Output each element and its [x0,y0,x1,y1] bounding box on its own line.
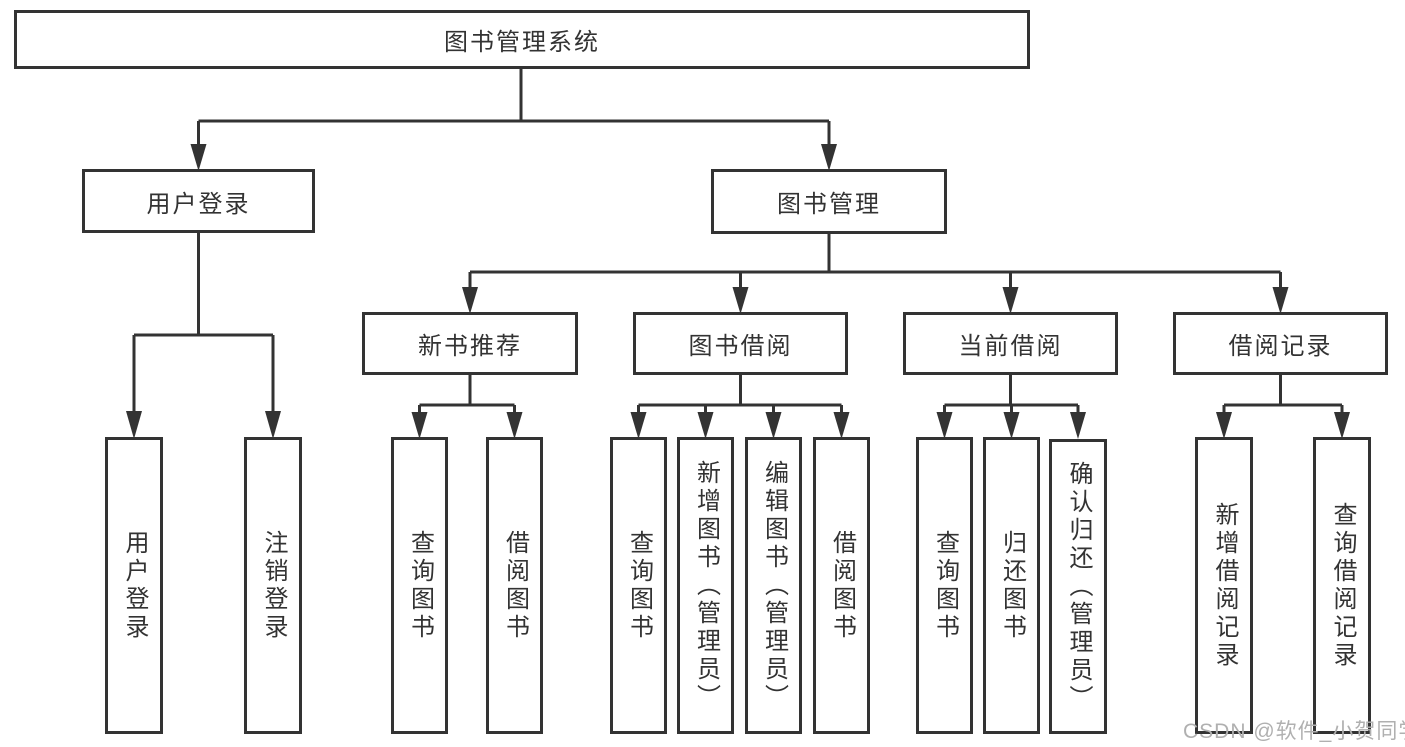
node-book-manage: 图书管理 [711,169,947,234]
node-book-manage-label: 图书管理 [777,191,881,218]
leaf-borrow-query-book-label: 查询图书 [625,529,653,642]
leaf-current-confirm-return-admin: 确认归还（管理员） [1049,439,1107,734]
connector-records-to-leaves [1216,375,1350,439]
leaf-recommend-query-book-label: 查询图书 [406,529,434,642]
csdn-watermark: CSDN @软件_小贺同学 [1183,720,1405,743]
leaf-logout-label: 注销登录 [260,529,287,642]
node-current-borrow-label: 当前借阅 [958,333,1063,360]
leaf-borrow-edit-book-admin: 编辑图书（管理员） [745,437,802,734]
leaf-borrow-add-book-admin: 新增图书（管理员） [677,437,734,734]
leaf-records-add-record: 新增借阅记录 [1195,437,1253,734]
leaf-borrow-query-book: 查询图书 [610,437,667,734]
leaf-user-login-label: 用户登录 [121,529,148,642]
connector-recommend-to-leaves [411,375,523,439]
connector-current-to-leaves [936,375,1086,439]
leaf-recommend-borrow-book-label: 借阅图书 [501,529,529,642]
connector-manage-to-level3 [462,234,1289,314]
leaf-borrow-add-book-admin-label: 新增图书（管理员） [692,459,720,712]
node-new-book-recommend-label: 新书推荐 [418,333,522,360]
leaf-current-query-book-label: 查询图书 [931,529,959,642]
leaf-records-query-record: 查询借阅记录 [1313,437,1371,734]
leaf-current-confirm-return-admin-label: 确认归还（管理员） [1065,460,1092,713]
node-current-borrow: 当前借阅 [903,312,1118,375]
connector-borrow-to-leaves [630,375,850,439]
node-book-borrow-label: 图书借阅 [688,333,793,360]
leaf-borrow-borrow-book: 借阅图书 [813,437,870,734]
connector-root-to-level2 [190,69,837,171]
leaf-recommend-borrow-book: 借阅图书 [486,437,543,734]
leaf-records-query-record-label: 查询借阅记录 [1329,501,1356,670]
leaf-logout: 注销登录 [244,437,302,734]
leaf-recommend-query-book: 查询图书 [391,437,448,734]
node-user-login: 用户登录 [82,169,315,233]
connector-login-to-leaves [126,233,281,439]
leaf-user-login: 用户登录 [105,437,163,734]
node-book-borrow: 图书借阅 [633,312,848,375]
leaf-borrow-borrow-book-label: 借阅图书 [828,529,856,642]
leaf-records-add-record-label: 新增借阅记录 [1211,501,1238,670]
leaf-borrow-edit-book-admin-label: 编辑图书（管理员） [760,459,788,712]
leaf-current-return-book-label: 归还图书 [998,529,1026,642]
node-root: 图书管理系统 [14,10,1030,69]
node-borrow-records: 借阅记录 [1173,312,1388,375]
node-borrow-records-label: 借阅记录 [1228,333,1333,360]
node-new-book-recommend: 新书推荐 [362,312,578,375]
leaf-current-return-book: 归还图书 [983,437,1040,734]
node-user-login-label: 用户登录 [146,190,251,218]
leaf-current-query-book: 查询图书 [916,437,973,734]
node-root-label: 图书管理系统 [444,29,600,56]
